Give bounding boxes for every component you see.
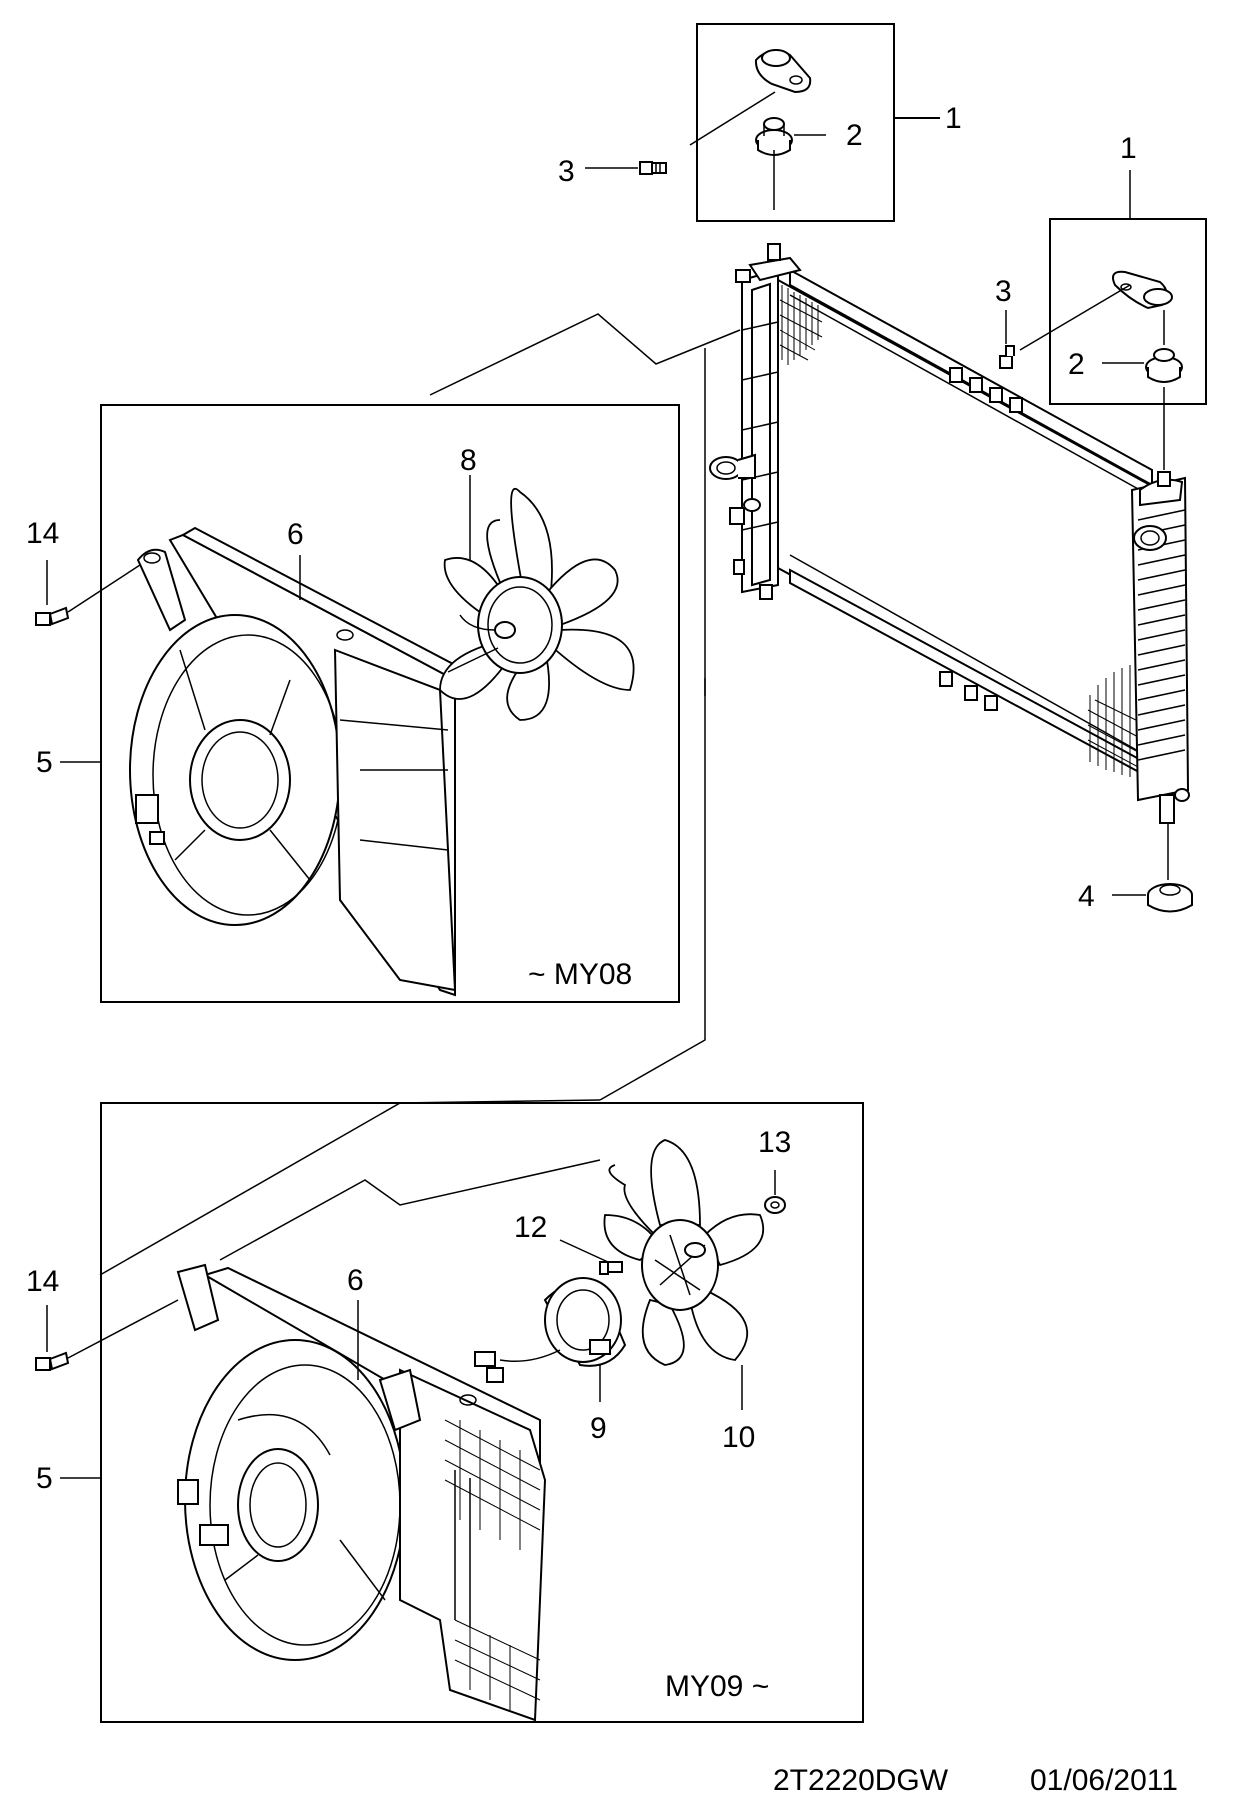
callout-2-right: 2 [1068,348,1085,381]
variant-label-my09: MY09 ~ [665,1670,769,1703]
callout-6-lower: 6 [347,1264,364,1297]
variant-label-my08: ~ MY08 [528,958,632,991]
callout-3-top: 3 [558,155,575,188]
right-bracket-bolt [999,345,1015,369]
callout-13: 13 [758,1126,791,1159]
callout-2-top: 2 [846,119,863,152]
callout-5-upper: 5 [36,746,53,779]
lower-shroud-bolt [35,1351,70,1371]
radiator [709,243,1190,824]
leader-lower-shroud-diagonal [99,1099,601,1276]
lower-fan-shroud [176,1263,547,1722]
leader-radiator-to-lower-shroud [599,348,706,1101]
diagram-code: 2T2220DGW [773,1764,949,1797]
callout-1-top: 1 [945,102,962,135]
lower-mount-grommet [1147,883,1193,913]
callout-6-upper: 6 [287,518,304,551]
callout-9: 9 [590,1412,607,1445]
callout-8: 8 [460,444,477,477]
right-mount-bracket [1112,270,1173,310]
diagram-date: 01/06/2011 [1030,1764,1178,1797]
upper-fan-shroud [129,526,457,997]
callout-14-lower: 14 [26,1265,59,1298]
upper-mount-grommet [755,117,793,156]
top-bracket-group-box [696,23,895,222]
upper-bracket-bolt [639,161,667,175]
callout-5-lower: 5 [36,1462,53,1495]
upper-shroud-box-my08 [100,404,680,1003]
upper-fan-motor-assembly [439,487,635,721]
right-mount-grommet [1145,348,1183,383]
callout-1-right: 1 [1120,132,1137,165]
lower-fan-motor [474,1277,627,1383]
fan-mounting-screw [599,1261,623,1275]
upper-shroud-bolt [35,606,70,626]
callout-12: 12 [514,1211,547,1244]
lower-shroud-box-my09 [100,1102,864,1723]
leader-radiator-to-upper-shroud [429,313,741,396]
callout-3-right: 3 [995,275,1012,308]
fan-retaining-nut [764,1196,786,1214]
callout-14-upper: 14 [26,517,59,550]
right-bracket-group-box [1049,218,1207,405]
callout-10: 10 [722,1421,755,1454]
leader-lower-fan-diagonal [219,1159,601,1261]
upper-mount-bracket [754,49,812,94]
lower-fan-blade [603,1139,765,1366]
callout-4: 4 [1078,880,1095,913]
